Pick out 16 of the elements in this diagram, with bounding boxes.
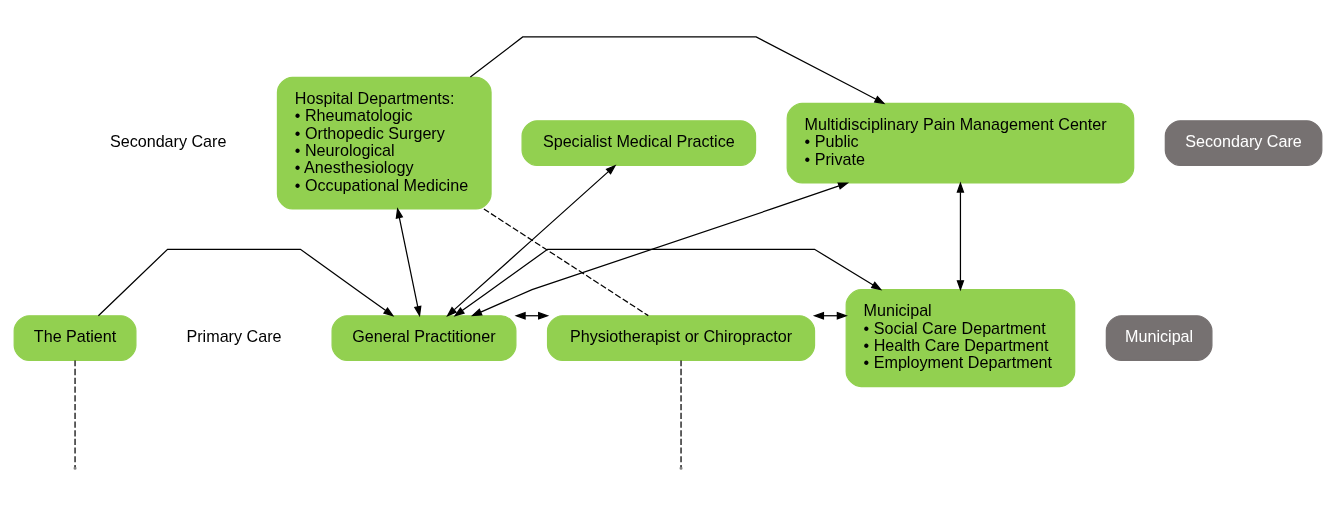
- node-box: Hospital Departments: • Rheumatologic • Orthopedic Surgery • Neurological • Anesthesiology • Occupational Medicine: [276, 76, 492, 210]
- arrow: [395, 207, 422, 318]
- node-box: Physiotherapist or Chiropractor: [546, 315, 816, 362]
- arrow: [956, 181, 965, 292]
- connector: [74, 359, 76, 468]
- node-text: Secondary Care: [109, 132, 227, 151]
- node-box: General Practitioner: [331, 315, 517, 362]
- arrow: [97, 248, 395, 317]
- node-box: Secondary Care: [1164, 120, 1323, 167]
- node-text: Primary Care: [186, 327, 282, 346]
- node-box: Multidisciplinary Pain Management Center • Public • Private: [786, 102, 1135, 184]
- node-box: Specialist Medical Practice: [521, 120, 757, 167]
- arrow: [469, 36, 886, 105]
- node-box: The Patient: [13, 315, 137, 362]
- node-box: Municipal • Social Care Department • Health Care Department • Employment Department: [845, 289, 1076, 388]
- node-box: Municipal: [1105, 315, 1213, 362]
